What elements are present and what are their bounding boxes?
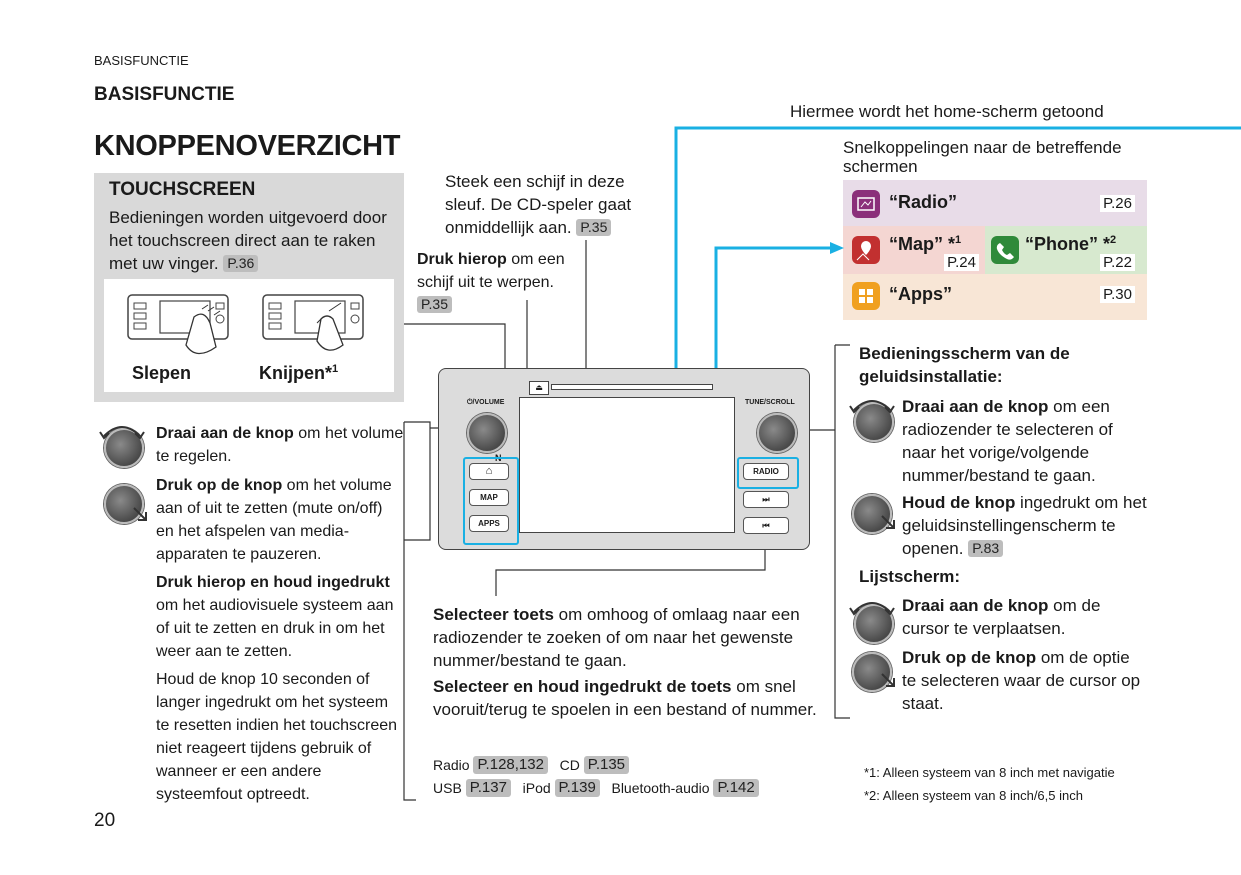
press-arrow-icon xyxy=(881,673,895,687)
drag-label: Slepen xyxy=(132,363,192,383)
list-turn-text: Draai aan de knop om de cursor te verpla… xyxy=(902,596,1101,638)
rotate-arrow-icon xyxy=(849,602,895,616)
press-knob-icon xyxy=(104,484,144,524)
shortcut-apps-label: “Apps” xyxy=(889,284,952,304)
seek-next-button[interactable]: ⏭ xyxy=(743,491,789,508)
page-ref: P.36 xyxy=(223,255,259,272)
map-app-icon xyxy=(852,236,880,264)
left-knob-turn-text: Draai aan de knop om het volume te regel… xyxy=(156,425,404,465)
page-ref: P.139 xyxy=(554,779,600,797)
press-arrow-icon xyxy=(881,515,895,529)
shortcut-phone[interactable]: “Phone” *2 P.22 xyxy=(985,226,1147,274)
shortcut-map-label: “Map” *1 xyxy=(889,234,962,254)
home-callout: Hiermee wordt het home-scherm getoond xyxy=(790,102,1104,121)
touchscreen-panel: TOUCHSCREEN Bedieningen worden uitgevoer… xyxy=(94,173,404,402)
left-knob-hold-text: Druk hierop en houd ingedrukt om het aud… xyxy=(156,574,394,660)
shortcut-map[interactable]: “Map” *1 P.24 xyxy=(843,226,985,274)
apps-app-icon xyxy=(852,282,880,310)
shortcuts-title: Snelkoppelingen naar de betreffende sche… xyxy=(843,138,1122,176)
apps-button[interactable]: APPS xyxy=(469,515,509,532)
pinch-label: Knijpen*1 xyxy=(259,363,339,383)
tune-scroll-knob[interactable] xyxy=(757,413,797,453)
running-header: BASISFUNCTIE xyxy=(94,53,189,68)
right-knob-hold-text: Houd de knop ingedrukt om het geluidsins… xyxy=(902,493,1147,558)
map-button[interactable]: MAP xyxy=(469,489,509,506)
rotate-arrow-icon xyxy=(99,426,145,440)
radio-button[interactable]: RADIO xyxy=(743,463,789,480)
page-number: 20 xyxy=(94,810,116,831)
page-ref: P.142 xyxy=(713,779,759,797)
head-unit: ⏏ ⏻/VOLUME N TUNE/SCROLL ⌂ MAP APPS RADI… xyxy=(438,368,810,550)
footnote-1: *1: Alleen systeem van 8 inch met naviga… xyxy=(864,765,1115,780)
seek-select-text: Selecteer toets om omhoog of omlaag naar… xyxy=(433,605,800,670)
left-knob-reset-text: Houd de knop 10 seconden of langer inged… xyxy=(156,671,398,803)
right-knob-turn-text: Draai aan de knop om een radiozender te … xyxy=(902,397,1113,485)
press-arrow-icon xyxy=(133,507,147,521)
drag-gesture-illustration xyxy=(127,294,229,355)
audio-screen-title: Bedieningsscherm van de geluidsinstallat… xyxy=(859,344,1070,386)
page-ref: P.135 xyxy=(583,756,630,774)
seek-hold-text: Selecteer en houd ingedrukt de toets om … xyxy=(433,677,817,719)
press-knob-icon xyxy=(852,652,892,692)
rotate-arrow-icon xyxy=(849,400,895,414)
page-ref: P.83 xyxy=(968,540,1004,557)
seek-refs-row1: Radio P.128,132 CD P.135 xyxy=(433,754,630,777)
shortcut-radio[interactable]: “Radio” P.26 xyxy=(843,180,1147,226)
press-knob-icon xyxy=(852,494,892,534)
page-ref: P.137 xyxy=(465,779,511,797)
footnote-2: *2: Alleen systeem van 8 inch/6,5 inch xyxy=(864,788,1083,803)
display-screen[interactable] xyxy=(519,397,735,533)
list-screen-title: Lijstscherm: xyxy=(859,567,961,586)
volume-knob[interactable] xyxy=(467,413,507,453)
gesture-box: Slepen Knijpen*1 xyxy=(104,279,394,392)
page-ref: P.22 xyxy=(1100,254,1135,271)
left-button-highlight xyxy=(463,457,519,545)
volume-label: ⏻/VOLUME xyxy=(467,399,505,406)
shortcuts-grid: “Radio” P.26 “Map” *1 P.24 “Phone” *2 P.… xyxy=(843,180,1147,320)
page-title: KNOPPENOVERZICHT xyxy=(94,130,401,162)
shortcut-apps[interactable]: “Apps” P.30 xyxy=(843,274,1147,320)
shortcut-phone-label: “Phone” *2 xyxy=(1025,234,1117,254)
eject-text: Druk hierop om een schijf uit te werpen.… xyxy=(417,251,565,313)
touchscreen-text: Bedieningen worden uitgevoerd door het t… xyxy=(109,208,387,273)
eject-button[interactable]: ⏏ xyxy=(529,381,549,395)
page-ref: P.35 xyxy=(417,296,452,313)
page-ref: P.26 xyxy=(1100,195,1135,212)
shortcut-radio-label: “Radio” xyxy=(889,192,958,212)
cd-slot xyxy=(551,384,713,390)
home-button[interactable]: ⌂ xyxy=(469,463,509,480)
page-ref: P.24 xyxy=(944,254,979,271)
radio-button-highlight xyxy=(737,457,799,489)
seek-prev-button[interactable]: ⏮ xyxy=(743,517,789,534)
phone-app-icon xyxy=(991,236,1019,264)
list-press-text: Druk op de knop om de optie te selectere… xyxy=(902,648,1141,713)
page-ref: P.128,132 xyxy=(473,756,548,774)
tune-label: TUNE/SCROLL xyxy=(745,399,795,406)
section-title: BASISFUNCTIE xyxy=(94,84,235,105)
touchscreen-title: TOUCHSCREEN xyxy=(109,179,256,200)
page-ref: P.35 xyxy=(576,219,612,236)
radio-app-icon xyxy=(852,190,880,218)
cd-slot-text: Steek een schijf in deze sleuf. De CD-sp… xyxy=(445,172,632,237)
page-ref: P.30 xyxy=(1100,286,1135,303)
left-knob-press-text: Druk op de knop om het volume aan of uit… xyxy=(156,477,392,563)
seek-refs-row2: USB P.137 iPod P.139 Bluetooth-audio P.1… xyxy=(433,777,759,800)
pinch-gesture-illustration xyxy=(262,294,364,351)
